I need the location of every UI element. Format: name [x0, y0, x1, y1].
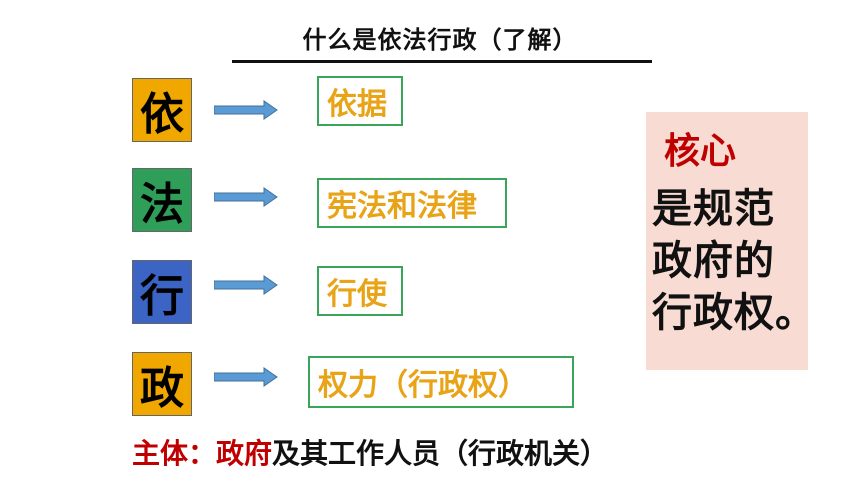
- term-box-quanli: 权力（行政权）: [308, 356, 574, 408]
- arrow-right-icon: [214, 367, 278, 387]
- subject-highlight: 政府: [216, 437, 273, 470]
- char-box-zheng: 政: [132, 352, 192, 416]
- subject-line: 主体：政府及其工作人员（行政机关）: [132, 432, 608, 472]
- page-title: 什么是依法行政（了解）: [302, 26, 578, 54]
- core-panel: [646, 112, 808, 370]
- term-box-yiju: 依据: [317, 76, 403, 126]
- core-title: 核心: [664, 131, 737, 172]
- char-box-xing: 行: [132, 260, 192, 324]
- char-box-fa: 法: [132, 168, 192, 232]
- core-line-1: 是规范: [652, 186, 775, 232]
- arrow-right-icon: [214, 275, 278, 295]
- arrow-right-icon: [214, 187, 278, 207]
- subject-label: 主体：: [132, 437, 217, 470]
- title-underline: [232, 60, 652, 63]
- char-box-yi: 依: [132, 78, 192, 142]
- subject-rest: 及其工作人员（行政机关）: [272, 437, 609, 470]
- term-box-xianfa: 宪法和法律: [317, 178, 507, 228]
- core-line-3: 行政权。: [652, 290, 816, 336]
- core-line-2: 政府的: [652, 238, 775, 284]
- term-box-xingshi: 行使: [317, 266, 403, 316]
- arrow-right-icon: [214, 100, 278, 120]
